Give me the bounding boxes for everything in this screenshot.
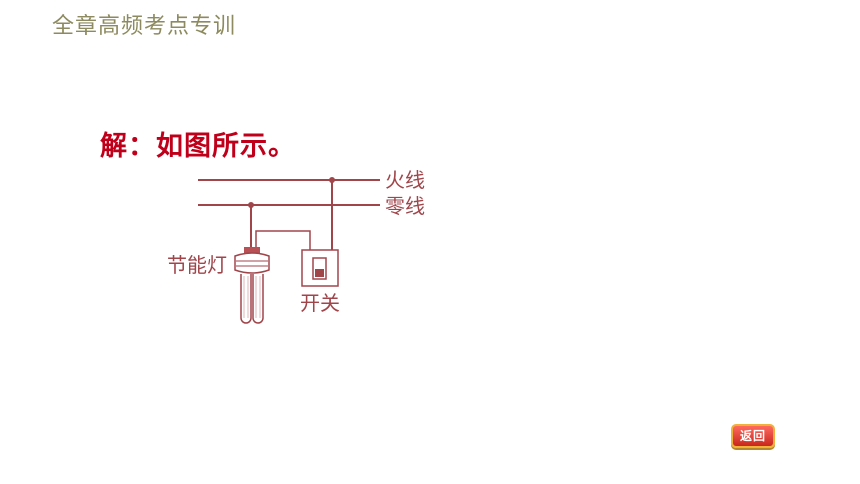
page-title: 全章高频考点专训 [52, 14, 237, 39]
answer-text: 解：如图所示。 [100, 131, 296, 162]
live-wire-label: 火线 [385, 168, 425, 192]
switch-icon [301, 249, 339, 287]
back-button[interactable]: 返回 [731, 424, 775, 448]
lamp-switch-wire [255, 230, 311, 250]
energy-saving-lamp-icon [234, 247, 270, 324]
lamp-label: 节能灯 [167, 253, 227, 277]
switch-label: 开关 [300, 291, 340, 315]
neutral-wire-label: 零线 [385, 194, 425, 218]
